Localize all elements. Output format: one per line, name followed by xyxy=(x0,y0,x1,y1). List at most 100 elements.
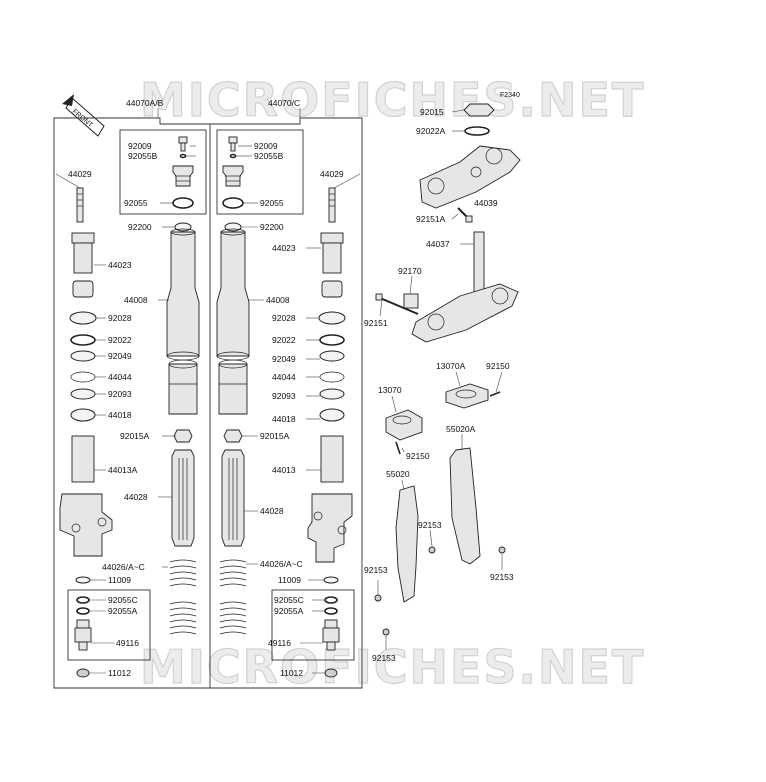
steering-washer-92022A xyxy=(464,126,490,136)
bolt-92153-c xyxy=(374,594,382,602)
left-nut-92015A xyxy=(173,429,193,443)
right-nut-92015A xyxy=(223,429,243,443)
watermark-bottom: MICROFICHES.NET xyxy=(140,640,645,694)
label-s-44039: 44039 xyxy=(474,198,498,208)
group-right-label: 44070/C xyxy=(268,98,300,108)
label-l-11012: 11012 xyxy=(108,668,131,678)
label-l-92049: 92049 xyxy=(108,351,132,361)
right-seal-92093 xyxy=(319,388,345,400)
left-bushing-92028 xyxy=(69,311,97,325)
label-r-92055B: 92055B xyxy=(254,151,284,161)
right-spring xyxy=(219,559,247,635)
right-bottom-box xyxy=(271,589,355,661)
left-plug-11012 xyxy=(76,668,90,678)
label-r-11012: 11012 xyxy=(280,668,303,678)
label-s-92170: 92170 xyxy=(398,266,422,276)
label-r-44018: 44018 xyxy=(272,414,296,424)
clamp-13070A xyxy=(445,383,489,409)
left-cap-box xyxy=(119,129,207,215)
label-l-44028: 44028 xyxy=(124,492,148,502)
left-valve-49116 xyxy=(74,619,92,651)
right-group-frame xyxy=(209,117,363,689)
label-l-92055B: 92055B xyxy=(128,151,158,161)
label-g-92153d: 92153 xyxy=(372,653,396,663)
left-outer-tube-44013A xyxy=(59,435,113,557)
label-r-44013: 44013 xyxy=(272,465,296,475)
label-r-11009: 11009 xyxy=(278,575,301,585)
group-left-label: 44070A/B xyxy=(126,98,164,108)
label-l-92015A: 92015A xyxy=(120,431,150,441)
left-clip-44044 xyxy=(70,371,96,383)
left-washer-92200 xyxy=(174,222,192,232)
watermark-top: MICROFICHES.NET xyxy=(140,73,645,127)
left-seal-92049 xyxy=(70,350,96,362)
label-l-11009: 11009 xyxy=(108,575,131,585)
label-g-92150b: 92150 xyxy=(406,451,430,461)
left-spring xyxy=(169,559,197,635)
label-g-92150a: 92150 xyxy=(486,361,510,371)
label-g-55020A: 55020A xyxy=(446,424,476,434)
label-r-44028: 44028 xyxy=(260,506,284,516)
label-l-44013A: 44013A xyxy=(108,465,138,475)
steering-nut-92015 xyxy=(463,103,495,117)
right-seal-92049 xyxy=(319,350,345,362)
label-r-49116: 49116 xyxy=(268,638,291,648)
left-oring-92055C xyxy=(76,596,90,604)
right-damper-rod xyxy=(328,187,336,223)
right-gasket-11009 xyxy=(323,576,339,584)
label-l-44023: 44023 xyxy=(108,260,132,270)
front-arrow-icon: FRONT xyxy=(62,94,105,137)
label-r-92022: 92022 xyxy=(272,335,296,345)
label-r-92015A: 92015A xyxy=(260,431,290,441)
right-clip-44044 xyxy=(319,371,345,383)
right-spring-guide-44028 xyxy=(221,449,245,547)
bolt-92153-a xyxy=(428,546,436,554)
right-plug-11012 xyxy=(324,668,338,678)
label-l-44008: 44008 xyxy=(124,295,148,305)
label-r-44008: 44008 xyxy=(266,295,290,305)
bolt-92150-b xyxy=(395,441,401,455)
label-l-92022: 92022 xyxy=(108,335,132,345)
left-guide-44018 xyxy=(70,408,96,422)
right-bushing-92028 xyxy=(318,311,346,325)
left-group-frame xyxy=(53,117,210,689)
upper-bracket-44039 xyxy=(419,145,521,209)
label-s-92151A: 92151A xyxy=(416,214,446,224)
clamp-13070 xyxy=(385,409,423,441)
label-l-49116: 49116 xyxy=(116,638,139,648)
right-guide-44018 xyxy=(319,408,345,422)
right-oring-92055A xyxy=(324,607,338,615)
left-gasket-11009 xyxy=(75,576,91,584)
steering-stem-44037 xyxy=(411,231,519,343)
label-r-92200: 92200 xyxy=(260,222,284,232)
label-r-44026: 44026/A~C xyxy=(260,559,303,569)
label-l-92093: 92093 xyxy=(108,389,132,399)
label-r-92055: 92055 xyxy=(260,198,284,208)
right-valve-49116 xyxy=(322,619,340,651)
right-cylinder-44023 xyxy=(320,232,344,298)
label-g-92153c: 92153 xyxy=(364,565,388,575)
leader-lines xyxy=(55,109,503,674)
label-r-92009: 92009 xyxy=(254,141,278,151)
bolt-92151 xyxy=(375,293,419,315)
label-r-92055C: 92055C xyxy=(274,595,304,605)
fork-guard-55020 xyxy=(395,485,419,603)
left-tube-lower xyxy=(168,359,198,415)
right-cap-box xyxy=(216,129,304,215)
bolt-92153-d xyxy=(382,628,390,636)
label-r-92093: 92093 xyxy=(272,391,296,401)
left-seal-92093 xyxy=(70,388,96,400)
label-l-92028: 92028 xyxy=(108,313,132,323)
label-l-92055: 92055 xyxy=(124,198,148,208)
bolt-92151A xyxy=(457,207,473,223)
left-cap-bolt xyxy=(172,136,194,209)
right-tube-lower xyxy=(218,359,248,415)
figure-code: F2340 xyxy=(500,92,520,99)
right-washer-92200 xyxy=(224,222,242,232)
bolt-92153-b xyxy=(498,546,506,554)
label-r-44044: 44044 xyxy=(272,372,296,382)
label-g-55020: 55020 xyxy=(386,469,410,479)
label-g-92153b: 92153 xyxy=(490,572,514,582)
label-g-13070: 13070 xyxy=(378,385,402,395)
label-r-92055A: 92055A xyxy=(274,606,304,616)
